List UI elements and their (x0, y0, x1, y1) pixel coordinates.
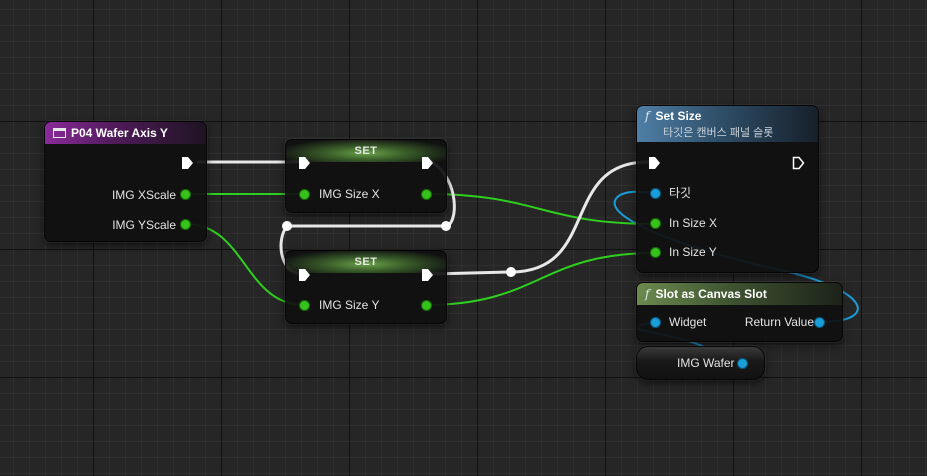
wire-size-y-to-in-size-y (424, 252, 656, 306)
reroute-node-2 (282, 221, 292, 231)
target-pin[interactable] (650, 188, 661, 199)
yscale-label: IMG YScale (112, 218, 176, 232)
size-y-in-pin[interactable] (299, 300, 310, 311)
size-x-out-pin[interactable] (421, 189, 432, 200)
exec-out-pin[interactable] (421, 156, 434, 170)
img-wafer-variable-node[interactable]: IMG Wafer (636, 346, 765, 380)
function-icon: f (645, 287, 650, 301)
set-size-header[interactable]: f Set Size 타깃은 캔버스 패널 슬롯 (637, 106, 818, 142)
slot-as-canvas-slot-node[interactable]: f Slot as Canvas Slot Widget Return Value (636, 282, 843, 342)
slot-node-title: Slot as Canvas Slot (655, 287, 767, 301)
set-node-x-header: SET (286, 140, 446, 162)
in-size-x-pin[interactable] (650, 218, 661, 229)
xscale-label: IMG XScale (111, 188, 176, 202)
yscale-pin[interactable] (180, 219, 191, 230)
in-size-x-label: In Size X (669, 216, 718, 230)
exec-out-pin[interactable] (181, 156, 194, 170)
exec-out-pin[interactable] (792, 156, 805, 170)
event-node[interactable]: P04 Wafer Axis Y IMG XScale IMG YScale (44, 121, 207, 242)
reroute-node-1 (441, 221, 451, 231)
set-node-y[interactable]: SET IMG Size Y (285, 250, 447, 324)
set-node-x[interactable]: SET IMG Size X (285, 139, 447, 213)
wire-exec-reroute-to-set-size (509, 160, 650, 274)
exec-in-pin[interactable] (298, 268, 311, 282)
img-wafer-label: IMG Wafer (677, 356, 735, 370)
size-x-in-pin[interactable] (299, 189, 310, 200)
in-size-y-label: In Size Y (669, 245, 717, 259)
target-label: 타깃 (669, 186, 692, 200)
event-node-header[interactable]: P04 Wafer Axis Y (45, 122, 206, 144)
wire-size-x-to-in-size-x (424, 193, 656, 225)
size-y-label: IMG Size Y (319, 298, 380, 312)
set-size-subtitle: 타깃은 캔버스 패널 슬롯 (663, 127, 774, 139)
slot-node-header[interactable]: f Slot as Canvas Slot (637, 283, 842, 305)
set-node-y-header: SET (286, 251, 446, 273)
function-icon: f (645, 109, 650, 123)
xscale-pin[interactable] (180, 189, 191, 200)
event-node-title: P04 Wafer Axis Y (71, 126, 168, 140)
widget-label: Widget (669, 315, 707, 329)
exec-in-pin[interactable] (648, 156, 661, 170)
return-value-pin[interactable] (814, 317, 825, 328)
in-size-y-pin[interactable] (650, 247, 661, 258)
exec-in-pin[interactable] (298, 156, 311, 170)
set-size-node[interactable]: f Set Size 타깃은 캔버스 패널 슬롯 타깃 In Size X In … (636, 105, 819, 273)
reroute-node-3 (506, 267, 516, 277)
size-x-label: IMG Size X (319, 187, 380, 201)
size-y-out-pin[interactable] (421, 300, 432, 311)
widget-pin[interactable] (650, 317, 661, 328)
widget-icon (53, 128, 66, 138)
return-value-label: Return Value (744, 315, 814, 329)
set-size-title: Set Size (655, 109, 702, 123)
img-wafer-pin[interactable] (737, 358, 748, 369)
exec-out-pin[interactable] (421, 268, 434, 282)
